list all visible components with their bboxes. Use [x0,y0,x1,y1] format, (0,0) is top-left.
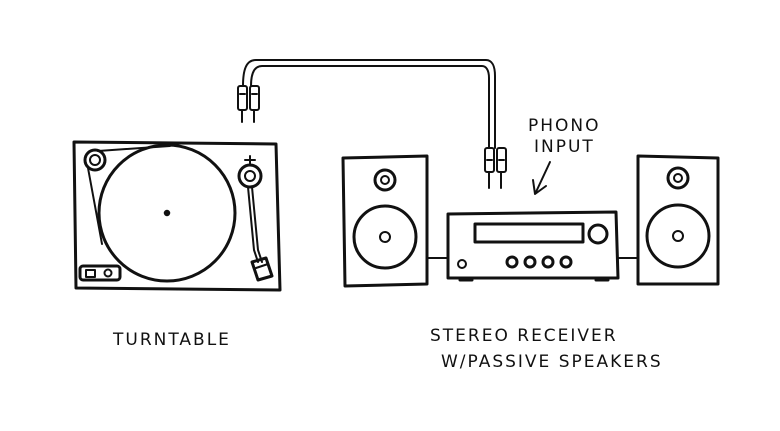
receiver-display [473,222,585,244]
platter [97,143,237,283]
turntable [72,140,282,292]
headshell [250,256,274,282]
phono-label-line2: INPUT [534,137,595,157]
speaker-right [636,154,720,286]
tonearm-pivot [237,163,263,189]
phono-label-line1: PHONO [528,116,601,136]
tweeter-right [666,166,690,190]
woofer-right [645,203,711,269]
stereo-receiver [446,210,620,282]
receiver-label-line2: W/PASSIVE SPEAKERS [441,352,663,372]
rca-plugs-turntable [237,85,260,123]
volume-knob [587,223,609,245]
power-button [457,259,467,269]
turntable-controls [78,264,122,282]
tweeter-left [373,168,397,192]
receiver-label-line1: STEREO RECEIVER [430,326,618,346]
tonearm [247,186,259,263]
phono-arrow [532,161,551,195]
motor-pulley [83,148,107,172]
woofer-left [352,204,418,270]
rca-cable [237,59,507,189]
speaker-left [341,154,429,288]
spindle [163,209,171,217]
rca-plugs-receiver [484,147,507,189]
turntable-label: TURNTABLE [112,330,231,350]
